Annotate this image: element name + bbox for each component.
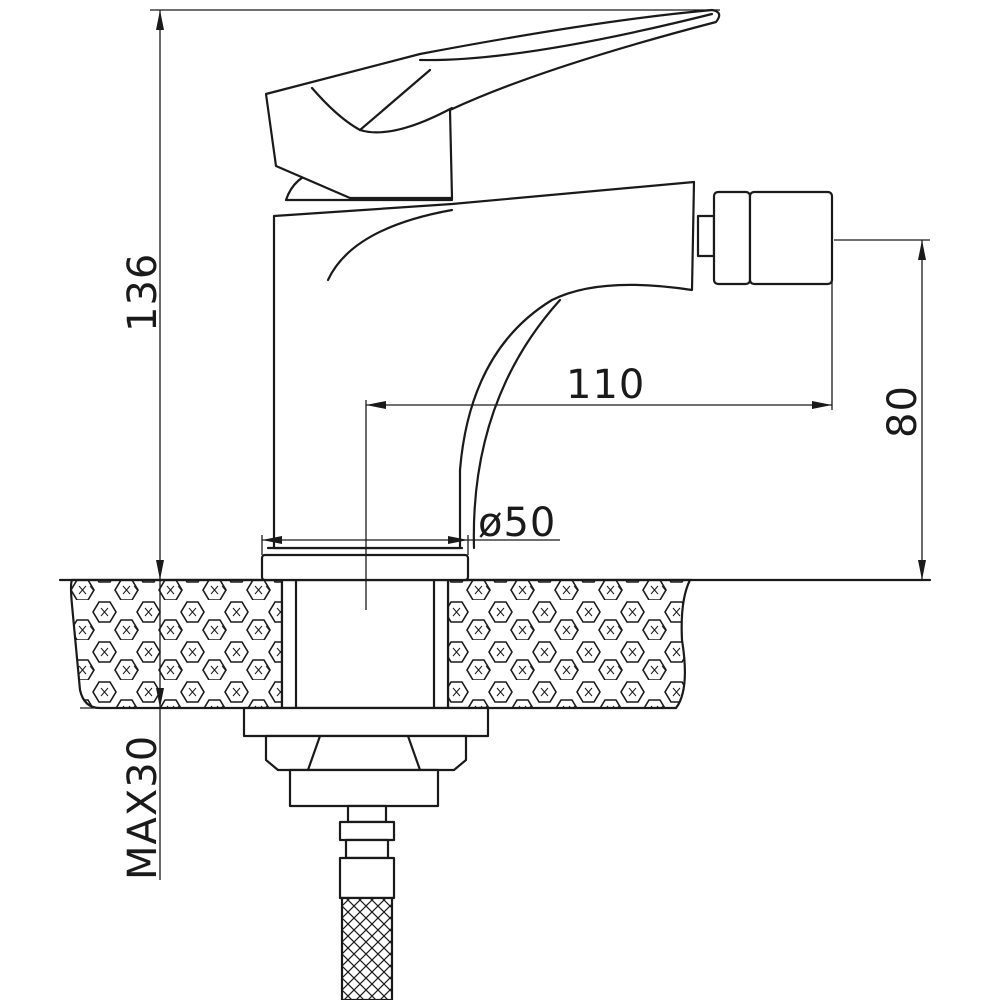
lever-handle — [264, 8, 721, 202]
dimension-max-thickness-label: MAX30 — [120, 735, 166, 880]
dimension-lines — [80, 9, 930, 880]
dimension-reach-label: 110 — [566, 362, 645, 408]
mounting-shank — [280, 578, 450, 710]
nozzle-assembly — [696, 190, 834, 286]
dimension-diameter-label: ø50 — [478, 500, 556, 546]
countertop — [58, 578, 932, 710]
faucet-body — [272, 180, 696, 550]
base-plate — [260, 546, 470, 582]
dimension-spout-height-label: 80 — [880, 385, 926, 438]
supply-hose — [338, 804, 396, 1000]
lock-nut — [242, 706, 490, 808]
dimension-height-label: 136 — [120, 253, 166, 332]
